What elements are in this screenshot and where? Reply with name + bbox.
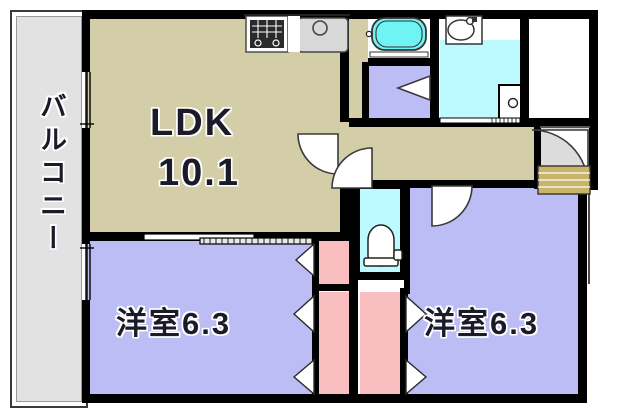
toilet-room-area — [358, 188, 406, 276]
closet-left-lower — [318, 292, 354, 400]
ldk-area-label: 10.1 — [158, 152, 240, 194]
ldk-label: LDK — [150, 102, 235, 144]
closet-right-lower — [360, 292, 404, 400]
upper-right-white — [520, 14, 598, 122]
closet-left-upper — [318, 240, 354, 286]
bedroom-right-area — [406, 186, 582, 400]
ldk-area — [88, 18, 340, 238]
wall-bath-right — [430, 10, 439, 65]
corridor-area — [340, 122, 540, 186]
vanity-white-inset — [440, 14, 520, 40]
bedroom-left-area — [88, 240, 316, 400]
balcony-label: バルコニー — [36, 92, 66, 257]
bedroom-left-label: 洋室6.3 — [116, 306, 232, 341]
wall-spine-mid — [340, 186, 349, 241]
kitchen-counter — [244, 14, 350, 16]
bedroom-right-label: 洋室6.3 — [424, 306, 540, 341]
bedroom-right-upper-area — [368, 62, 430, 120]
balcony-area — [16, 16, 82, 402]
ldk-kitchen-strip — [340, 18, 368, 122]
bathroom-area — [368, 14, 430, 64]
entrance-area — [540, 126, 598, 186]
wall-vanity-left — [430, 62, 439, 120]
